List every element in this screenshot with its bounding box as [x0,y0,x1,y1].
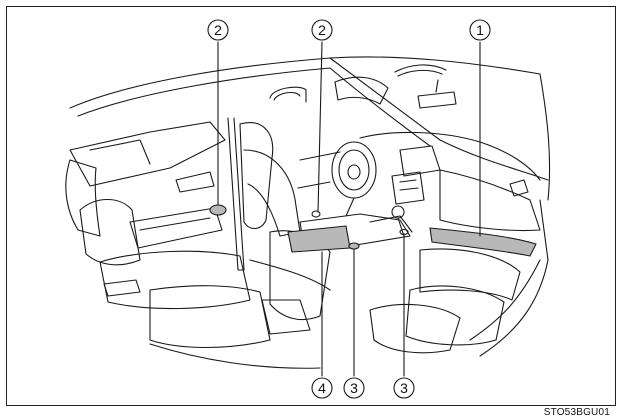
front-door [469,199,549,357]
steering-wheel [331,141,377,217]
roof-outline [69,56,551,201]
floor [149,259,331,369]
b-pillar [227,117,245,271]
rear-seat [65,159,271,349]
callout-1-label: 1 [476,22,484,38]
passenger-seat [369,248,521,354]
figure-frame [6,6,616,406]
driver-seat [239,122,331,335]
front-cup-holder-leader [311,41,323,218]
glove-box [429,41,537,257]
rear-cup-holder [209,41,227,216]
grab-handle [269,86,307,103]
callout-3-right-label: 3 [400,380,408,396]
callout-2-left: 2 [207,19,229,41]
rear-door [69,121,226,249]
callout-3-left: 3 [343,377,365,399]
callout-2-center-label: 2 [318,22,326,38]
center-console [287,205,413,377]
callout-2-left-label: 2 [214,22,222,38]
callout-2-center: 2 [311,19,333,41]
dashboard [297,131,541,232]
figure-code: STO53BGU01 [543,407,610,418]
sun-visor [334,76,389,105]
callout-3-left-label: 3 [350,380,358,396]
console-cup-holders [348,228,409,377]
callout-3-right: 3 [393,377,415,399]
callout-4-label: 4 [318,380,326,396]
rear-view-mirror [417,79,457,109]
callout-1: 1 [469,19,491,41]
callout-4: 4 [311,377,333,399]
